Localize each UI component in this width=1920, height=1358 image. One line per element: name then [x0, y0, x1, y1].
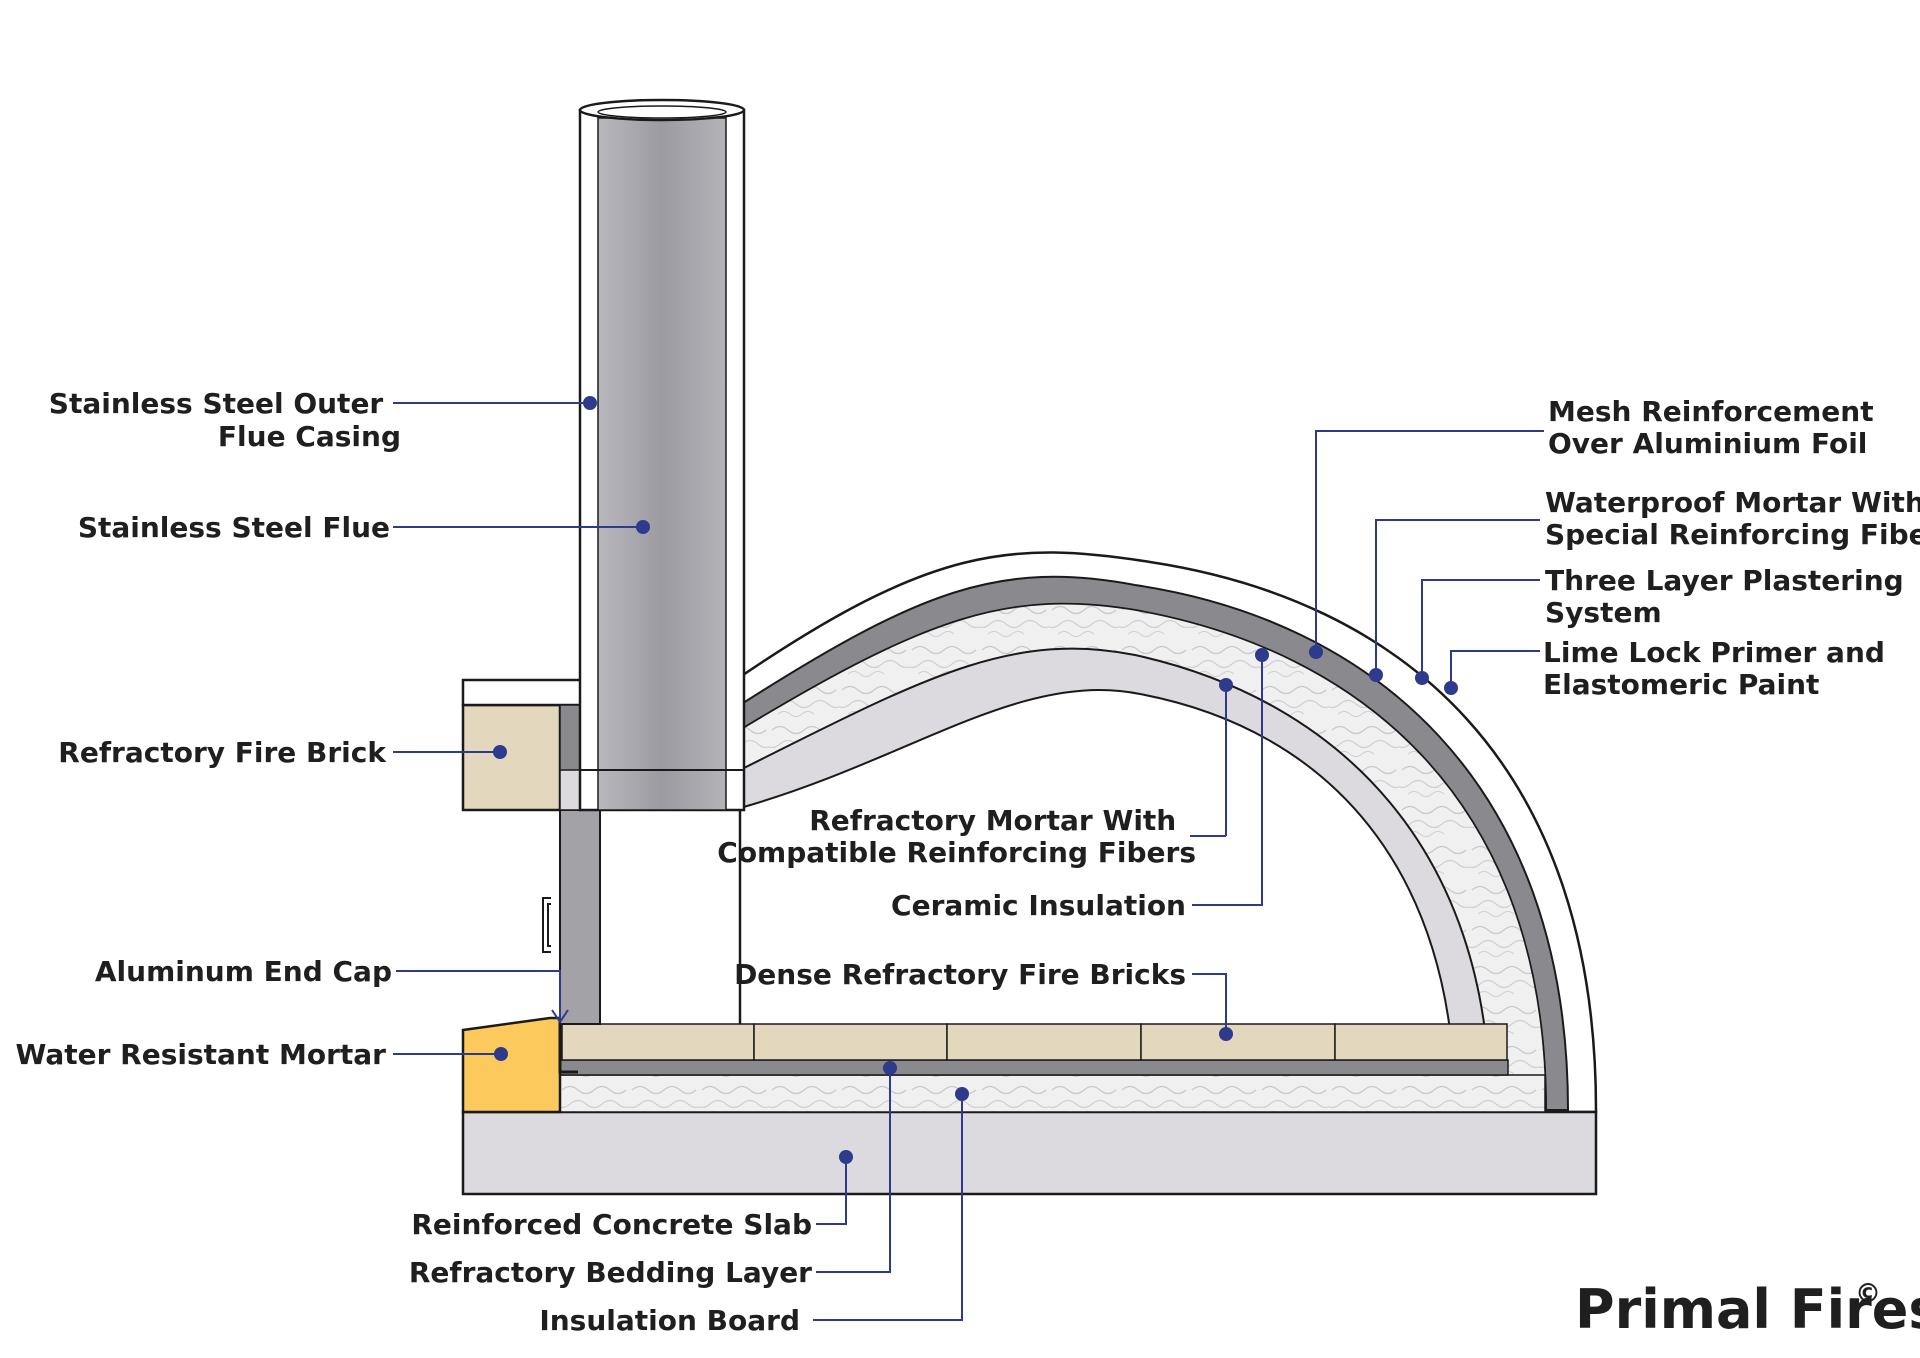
label-dense-fire-bricks: Dense Refractory Fire Bricks [734, 958, 1186, 991]
label-refractory-mortar: Refractory Mortar With Compatible Reinfo… [717, 804, 1196, 869]
oven-floor [461, 1016, 1598, 1196]
labels: Stainless Steel Outer Flue Casing Stainl… [15, 387, 1920, 1337]
bedding-layer [559, 1059, 1509, 1076]
refractory-fire-brick-block [461, 703, 562, 812]
entrance-wall [559, 809, 601, 1025]
label-bedding-layer: Refractory Bedding Layer [409, 1256, 812, 1289]
label-primer-paint: Lime Lock Primer and Elastomeric Paint [1543, 636, 1895, 701]
insulation-board [559, 1074, 1546, 1113]
label-insulation-board: Insulation Board [539, 1304, 800, 1337]
label-ceramic-insulation: Ceramic Insulation [891, 889, 1186, 922]
door-handle [542, 897, 551, 953]
concrete-slab [461, 1110, 1598, 1196]
brand-logo: Primal Fires © [1575, 1278, 1920, 1341]
water-resistant-mortar-block [461, 1016, 562, 1114]
label-fire-brick: Refractory Fire Brick [58, 736, 387, 769]
fire-brick-floor [561, 1023, 1508, 1061]
label-concrete-slab: Reinforced Concrete Slab [411, 1208, 812, 1241]
aluminum-end-cap [558, 1020, 578, 1074]
inner-flue [597, 117, 727, 811]
label-mesh-reinforcement: Mesh Reinforcement Over Aluminium Foil [1548, 395, 1883, 460]
label-water-resistant-mortar: Water Resistant Mortar [15, 1038, 386, 1071]
label-flue: Stainless Steel Flue [78, 511, 390, 544]
flue-assembly [578, 98, 746, 812]
label-outer-flue-casing: Stainless Steel Outer Flue Casing [49, 387, 401, 453]
label-plastering: Three Layer Plastering System [1545, 564, 1913, 629]
label-end-cap: Aluminum End Cap [95, 955, 392, 988]
leaders [393, 396, 1544, 1321]
brand-name: Primal Fires [1575, 1278, 1920, 1341]
label-waterproof-mortar: Waterproof Mortar With Special Reinforci… [1545, 486, 1920, 551]
brand-copyright-mark: © [1855, 1279, 1881, 1309]
brick-top-ledge [461, 678, 583, 707]
